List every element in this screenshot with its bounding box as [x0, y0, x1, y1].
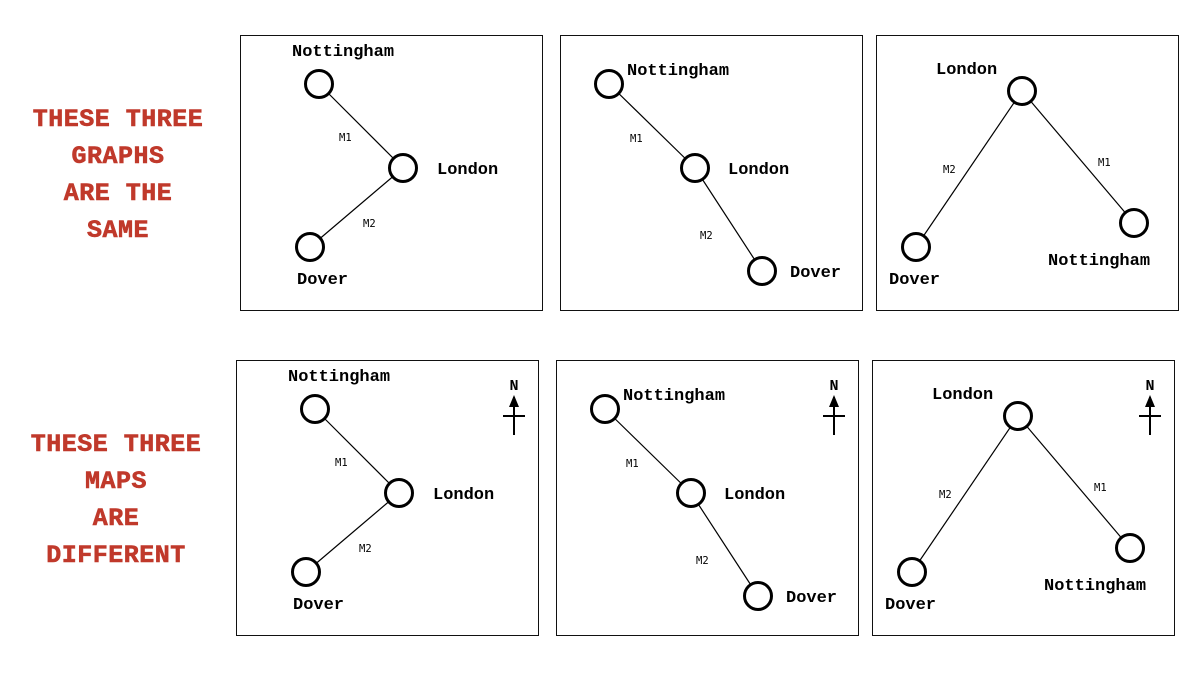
city-dover-label: Dover: [293, 596, 344, 615]
road-m1-label: M1: [1098, 157, 1111, 169]
road-m1-label: M1: [1094, 482, 1107, 494]
road-m2-label: M2: [359, 543, 372, 555]
maps-caption-line: MAPS: [84, 467, 147, 497]
maps-caption: THESE THREE MAPS ARE DIFFERENT: [0, 426, 232, 574]
city-dover-node: [743, 581, 773, 611]
north-arrow-icon: N: [1139, 378, 1161, 435]
road-m2-label: M2: [939, 489, 952, 501]
city-dover-label: Dover: [889, 271, 940, 290]
city-london-label: London: [724, 486, 785, 505]
road-m2-edge: [309, 167, 404, 248]
city-nottingham-node: [1115, 533, 1145, 563]
city-dover-label: Dover: [786, 589, 837, 608]
city-london-label: London: [433, 486, 494, 505]
city-dover-node: [295, 232, 325, 262]
city-dover-label: Dover: [885, 596, 936, 615]
city-nottingham-label: Nottingham: [292, 43, 394, 62]
road-m1-label: M1: [626, 458, 639, 470]
city-london-node: [388, 153, 418, 183]
city-nottingham-node: [300, 394, 330, 424]
city-nottingham-node: [594, 69, 624, 99]
city-nottingham-label: Nottingham: [288, 368, 390, 387]
city-london-node: [680, 153, 710, 183]
city-london-label: London: [728, 161, 789, 180]
road-m1-edge: [608, 83, 696, 169]
north-label: N: [829, 378, 838, 395]
north-label: N: [1145, 378, 1154, 395]
city-nottingham-label: Nottingham: [623, 387, 725, 406]
graphs-caption: THESE THREE GRAPHS ARE THE SAME: [0, 101, 236, 249]
city-london-node: [1003, 401, 1033, 431]
road-m2-edge: [915, 90, 1023, 248]
city-dover-node: [747, 256, 777, 286]
road-m2-edge: [305, 492, 400, 573]
city-london-label: London: [936, 61, 997, 80]
road-m2-edge: [911, 415, 1019, 573]
road-m2-edge: [690, 492, 759, 597]
north-arrow-icon: N: [823, 378, 845, 435]
maps-caption-line: ARE: [92, 504, 140, 534]
city-nottingham-node: [304, 69, 334, 99]
maps-caption-line: DIFFERENT: [46, 541, 186, 571]
city-dover-label: Dover: [297, 271, 348, 290]
city-dover-node: [291, 557, 321, 587]
road-m1-edge: [1017, 415, 1131, 549]
city-nottingham-node: [590, 394, 620, 424]
maps-caption-line: THESE THREE: [30, 430, 202, 460]
north-label: N: [509, 378, 518, 395]
city-london-label: London: [932, 386, 993, 405]
north-arrow-icon: N: [503, 378, 525, 435]
city-dover-node: [897, 557, 927, 587]
graphs-caption-line: THESE THREE: [32, 105, 204, 135]
road-m2-label: M2: [700, 230, 713, 242]
road-m2-label: M2: [943, 164, 956, 176]
road-m1-label: M1: [339, 132, 352, 144]
city-dover-label: Dover: [790, 264, 841, 283]
road-m1-edge: [314, 408, 400, 494]
road-m2-edge: [694, 167, 763, 272]
graphs-caption-line: GRAPHS: [71, 142, 165, 172]
city-nottingham-node: [1119, 208, 1149, 238]
city-nottingham-label: Nottingham: [1048, 252, 1150, 271]
city-dover-node: [901, 232, 931, 262]
road-m1-edge: [1021, 90, 1135, 224]
city-london-node: [676, 478, 706, 508]
city-nottingham-label: Nottingham: [627, 62, 729, 81]
city-london-node: [384, 478, 414, 508]
road-m1-edge: [318, 83, 404, 169]
city-london-label: London: [437, 161, 498, 180]
road-m1-label: M1: [630, 133, 643, 145]
graphs-caption-line: ARE THE: [63, 179, 173, 209]
road-m2-label: M2: [363, 218, 376, 230]
road-m1-label: M1: [335, 457, 348, 469]
graphs-caption-line: SAME: [86, 216, 149, 246]
city-nottingham-label: Nottingham: [1044, 577, 1146, 596]
road-m1-edge: [604, 408, 692, 494]
road-m2-label: M2: [696, 555, 709, 567]
city-london-node: [1007, 76, 1037, 106]
